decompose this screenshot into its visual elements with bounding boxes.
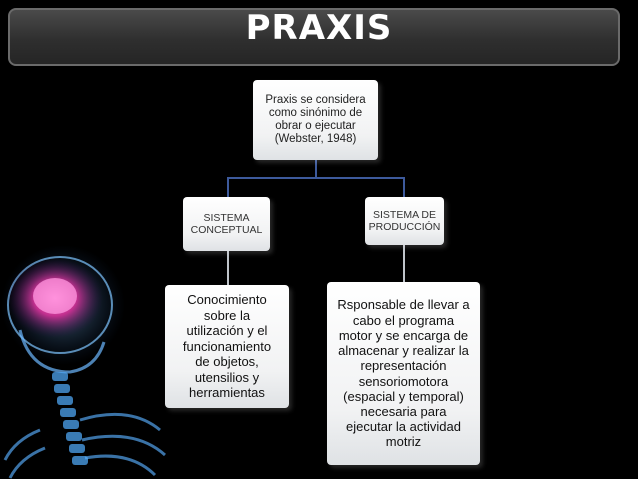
connector-to-conceptual [227,177,229,197]
node-conocimiento: Conocimiento sobre la utilización y el f… [165,285,289,408]
node-conocimiento-text: Conocimiento sobre la utilización y el f… [182,292,272,401]
title-bar [8,8,620,66]
connector-produccion-down [403,245,405,282]
node-responsable: Rsponsable de llevar a cabo el programa … [327,282,480,465]
node-praxis-definition: Praxis se considera como sinónimo de obr… [253,80,378,160]
connector-to-produccion [403,177,405,197]
node-sistema-conceptual: SISTEMA CONCEPTUAL [183,197,270,251]
node-sistema-conceptual-text: SISTEMA CONCEPTUAL [190,212,263,236]
node-sistema-produccion: SISTEMA DE PRODUCCIÓN [365,197,444,245]
connector-root-down [315,160,317,178]
connector-horizontal [227,177,405,179]
connector-conceptual-down [227,251,229,285]
slide-title: PRAXIS [245,8,393,48]
node-praxis-definition-text: Praxis se considera como sinónimo de obr… [265,94,366,145]
node-responsable-text: Rsponsable de llevar a cabo el programa … [337,297,470,450]
node-sistema-produccion-text: SISTEMA DE PRODUCCIÓN [368,209,441,233]
